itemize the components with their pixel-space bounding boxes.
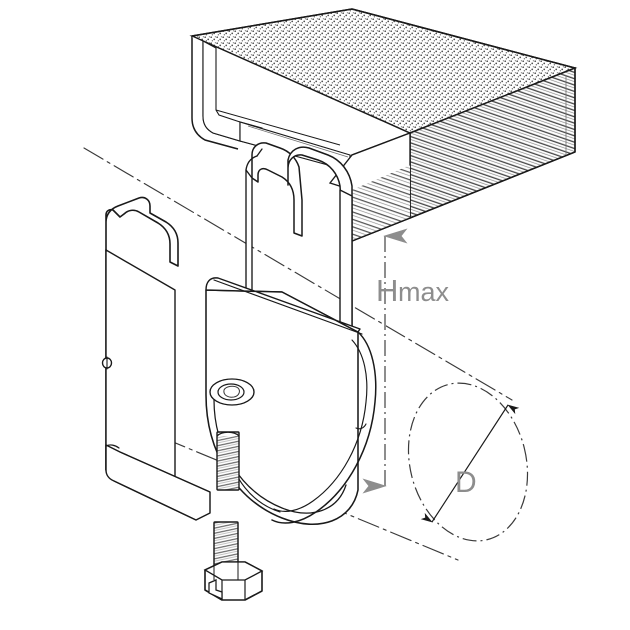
threaded-rod-upper [216, 431, 240, 491]
pipe-end-section: D [407, 382, 529, 542]
pipe-end-ellipse [407, 382, 529, 542]
hmax-label-main: H [376, 273, 398, 308]
strut-channel [189, 8, 578, 243]
clamp-flange-lower-edge [113, 480, 197, 521]
clamp-saddle-fold-crease [213, 279, 363, 335]
hex-nut-slot [208, 579, 223, 600]
pipe-clamp-body [101, 142, 377, 526]
channel-top-far-edge [351, 8, 576, 69]
clamp-bottom-flange-back [105, 444, 211, 521]
clamp-flange-notch [105, 444, 120, 449]
channel-top-left-edge [191, 8, 353, 37]
clamp-saddle-front-face [205, 289, 359, 526]
threaded-bolt-and-nut [203, 431, 264, 601]
pipe-axis-upper-line [83, 147, 513, 401]
clamp-front-arm-tip [245, 155, 258, 171]
clamp-front-arm-tip-2 [256, 148, 263, 157]
clamp-emboss-hole [223, 385, 240, 398]
channel-slot-inner-edge [215, 109, 341, 146]
hmax-label-subscript: max [398, 277, 450, 307]
clamp-front-hook-upper [251, 142, 303, 237]
clamp-flange-fold-line [119, 451, 211, 493]
clamp-front-arm-spine [245, 169, 253, 304]
diameter-label: D [455, 466, 477, 499]
clamp-back-hook-arm [105, 196, 179, 267]
channel-left-cavity [202, 40, 241, 142]
threaded-rod-upper-cap [216, 431, 240, 437]
hmax-dimension: H max [362, 228, 450, 494]
channel-front-panel-hatch [352, 165, 410, 241]
channel-slot-shade-line [247, 125, 349, 158]
hex-nut-bore-edges [213, 562, 239, 580]
diameter-dimension-line [420, 404, 520, 523]
